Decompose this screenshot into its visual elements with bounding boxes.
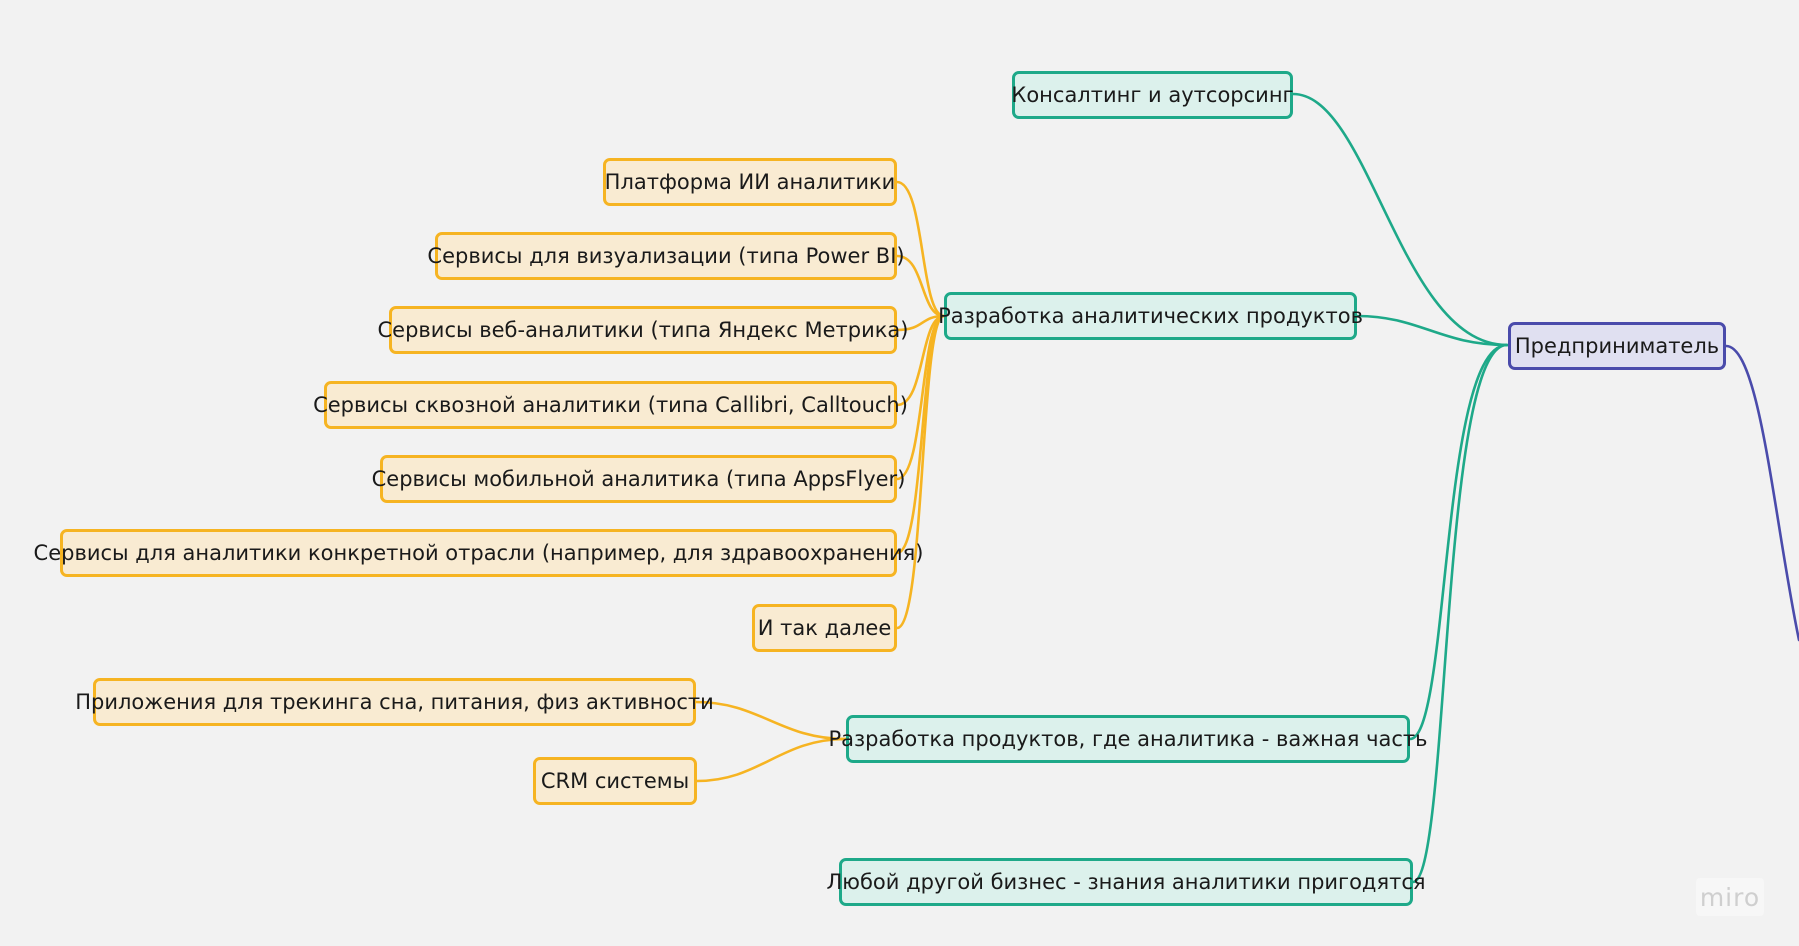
leaf-visualization[interactable]: Сервисы для визуализации (типа Power BI) [427, 232, 905, 280]
leaf-end-to-end[interactable]: Сервисы сквозной аналитики (типа Callibr… [313, 381, 908, 429]
branch-consulting[interactable]: Консалтинг и аутсорсинг [1011, 71, 1294, 119]
root-node[interactable]: Предприниматель [1508, 322, 1726, 370]
connector-root-parent [1724, 344, 1799, 642]
connector-visualization [895, 254, 946, 318]
connector-analytics-products [1355, 314, 1509, 347]
leaf-mobile[interactable]: Сервисы мобильной аналитика (типа AppsFl… [372, 455, 905, 503]
connector-tracking-apps [694, 700, 848, 741]
leaf-tracking-apps[interactable]: Приложения для трекинга сна, питания, фи… [75, 678, 714, 726]
connector-crm [695, 737, 848, 783]
leaf-and-so-on[interactable]: И так далее [752, 604, 897, 652]
connector-consulting [1291, 92, 1509, 347]
miro-logo: miro [1696, 878, 1764, 916]
branch-products-analytics-part[interactable]: Разработка продуктов, где аналитика - ва… [828, 715, 1428, 763]
leaf-industry[interactable]: Сервисы для аналитики конкретной отрасли… [34, 529, 923, 577]
connector-ai-platform [895, 180, 946, 318]
leaf-crm[interactable]: CRM системы [533, 757, 697, 805]
leaf-web-analytics[interactable]: Сервисы веб-аналитики (типа Яндекс Метри… [378, 306, 909, 354]
connector-any-business [1411, 343, 1509, 884]
connector-products-analytics-part [1408, 343, 1509, 741]
connector-web-analytics [895, 314, 946, 332]
connector-industry [895, 314, 946, 555]
leaf-ai-platform[interactable]: Платформа ИИ аналитики [603, 158, 897, 206]
branch-analytics-products[interactable]: Разработка аналитических продуктов [938, 292, 1363, 340]
branch-any-business[interactable]: Любой другой бизнес - знания аналитики п… [827, 858, 1426, 906]
connector-and-so-on [895, 314, 946, 630]
